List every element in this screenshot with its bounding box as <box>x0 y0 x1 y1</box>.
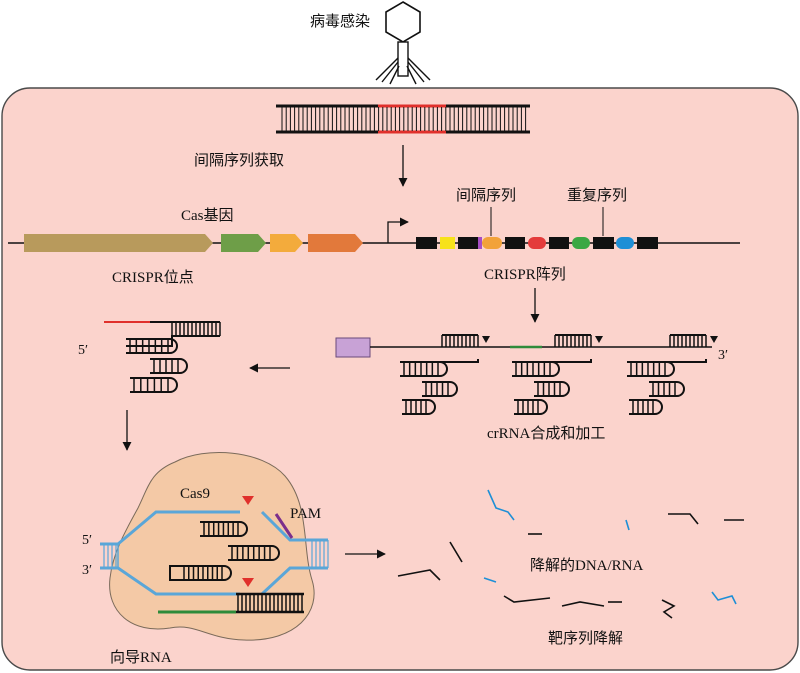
five-prime-top-label: 5′ <box>78 343 88 358</box>
repeat-block <box>505 237 525 249</box>
stem-loop <box>200 521 248 537</box>
crrna-hairpins <box>400 334 718 415</box>
stem-loop <box>629 399 663 415</box>
stem-loop <box>514 399 548 415</box>
repeat-label: 重复序列 <box>567 186 627 204</box>
cas-gene-1 <box>24 234 213 252</box>
fragment <box>668 513 699 525</box>
spacer-acquisition-label: 间隔序列获取 <box>194 152 284 169</box>
fragment <box>625 519 630 531</box>
cleavage-site-marker <box>595 336 603 343</box>
stem-loop <box>512 361 560 377</box>
repeat-block <box>416 237 437 249</box>
spacer-block <box>616 237 634 249</box>
degraded-fragments <box>397 489 744 619</box>
stem-loop <box>180 565 232 581</box>
repeat-block <box>549 237 569 249</box>
crrna-unit <box>400 334 490 415</box>
stem-loop <box>534 381 570 397</box>
stem-loop <box>627 361 675 377</box>
cas-gene-3 <box>270 234 303 252</box>
virus-infection-label: 病毒感染 <box>310 13 370 30</box>
crispr-array-label: CRISPR阵列 <box>484 266 566 283</box>
stem-loop <box>422 381 458 397</box>
repeat-block <box>593 237 614 249</box>
stem-loop <box>400 361 448 377</box>
crrna-unit <box>627 334 718 415</box>
cleavage-site-marker <box>710 336 718 343</box>
three-prime-precrrna-label: 3′ <box>718 348 728 363</box>
spacer-block <box>478 237 482 249</box>
three-prime-left-label: 3′ <box>82 563 92 578</box>
spacer-label: 间隔序列 <box>456 187 516 204</box>
crispr-locus-label: CRISPR位点 <box>112 269 194 286</box>
cut-site-marker <box>242 578 254 587</box>
processed-crrna <box>104 321 221 393</box>
stem-loop <box>126 338 178 354</box>
target-degradation-label: 靶序列降解 <box>548 630 623 647</box>
cas9-label: Cas9 <box>180 486 210 502</box>
stem-loop <box>402 399 436 415</box>
fragment <box>711 591 737 605</box>
crrna-synthesis-label: crRNA合成和加工 <box>487 425 605 442</box>
leader-box <box>335 337 371 358</box>
fragment <box>487 489 515 521</box>
fragment <box>503 595 551 603</box>
target-dna-bottom <box>100 566 240 596</box>
cas9-target-complex <box>100 496 329 614</box>
target-dna-top <box>100 510 240 546</box>
promoter-arrow <box>387 217 409 243</box>
crispr-array <box>416 237 658 249</box>
spacer-block <box>572 237 590 249</box>
cas-genes-label: Cas基因 <box>181 207 234 224</box>
guide-rna-label: 向导RNA <box>110 649 172 666</box>
spacer-block <box>482 237 502 249</box>
target-dna-top-right <box>260 510 328 542</box>
degraded-label: 降解的DNA/RNA <box>530 557 644 574</box>
stem-loop <box>130 377 178 393</box>
stem-loop <box>228 545 280 561</box>
fragment <box>449 541 463 563</box>
fragment <box>483 577 497 583</box>
cleavage-site-marker <box>482 336 490 343</box>
pam-segment <box>274 513 294 539</box>
pam-label: PAM <box>290 506 321 522</box>
cas-gene-4 <box>308 234 363 252</box>
target-dna-bottom-right <box>260 566 328 596</box>
repeat-block <box>637 237 658 249</box>
spacer-block <box>440 237 455 249</box>
crrna-unit <box>512 334 603 415</box>
spacer-block <box>528 237 546 249</box>
viral-dna <box>276 104 530 134</box>
cut-site-marker <box>242 496 254 505</box>
stem-loop <box>150 358 188 374</box>
five-prime-left-label: 5′ <box>82 533 92 548</box>
cas-gene-2 <box>221 234 266 252</box>
bacteriophage-icon <box>375 1 431 85</box>
fragment <box>397 569 441 581</box>
stem-loop <box>649 381 685 397</box>
fragment <box>661 599 676 619</box>
repeat-block <box>458 237 478 249</box>
fragment <box>561 601 605 607</box>
